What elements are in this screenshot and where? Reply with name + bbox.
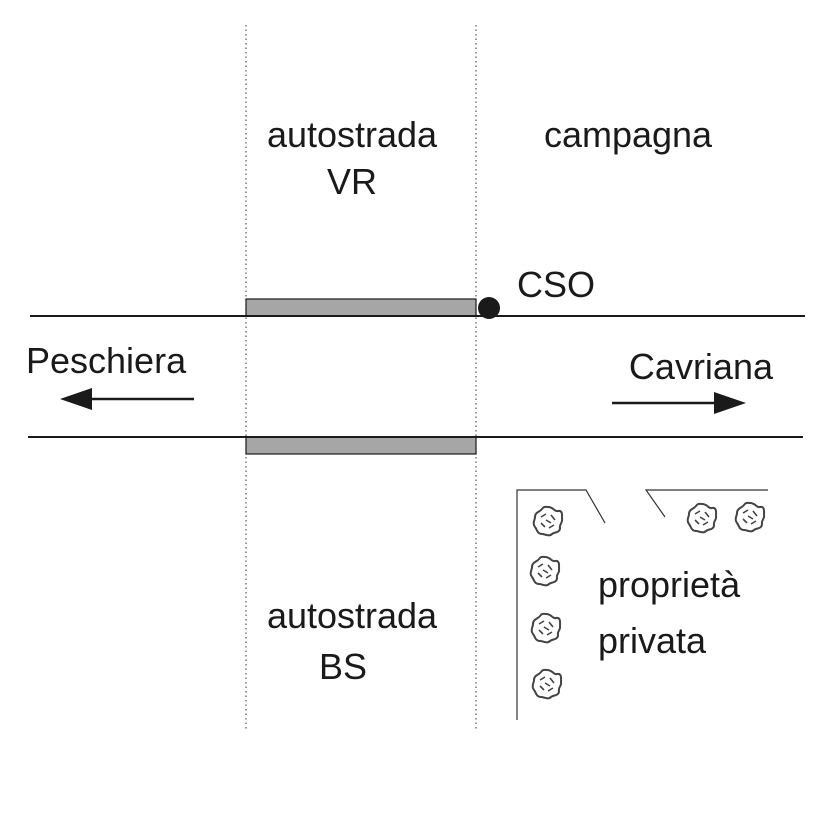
west-direction-label: Peschiera xyxy=(26,340,187,381)
highway-bs-label-line1: autostrada xyxy=(267,595,438,636)
bridge-parapet-south xyxy=(245,436,477,455)
shrub-icon xyxy=(529,555,561,587)
shrub-icon xyxy=(530,612,562,644)
arrow-left-icon xyxy=(60,388,194,410)
cso-point-icon xyxy=(478,297,500,319)
highway-vr-label-line2: VR xyxy=(327,161,377,202)
shrub-icon xyxy=(531,668,563,700)
shrub-icon xyxy=(532,505,564,537)
highway-vr-label-line1: autostrada xyxy=(267,114,438,155)
shrub-icon xyxy=(686,502,718,534)
countryside-label: campagna xyxy=(544,114,713,155)
cso-label: CSO xyxy=(517,264,595,305)
arrow-right-icon xyxy=(612,392,746,414)
private-property-boundary-east xyxy=(644,489,768,518)
highway-bs-label-line2: BS xyxy=(319,646,367,687)
east-direction-label: Cavriana xyxy=(629,346,774,387)
private-property-label-line1: proprietà xyxy=(598,564,741,605)
private-property-boundary-west xyxy=(516,489,606,720)
bridge-parapet-north xyxy=(245,298,477,317)
private-property-label-line2: privata xyxy=(598,620,707,661)
shrub-icon xyxy=(734,501,766,533)
